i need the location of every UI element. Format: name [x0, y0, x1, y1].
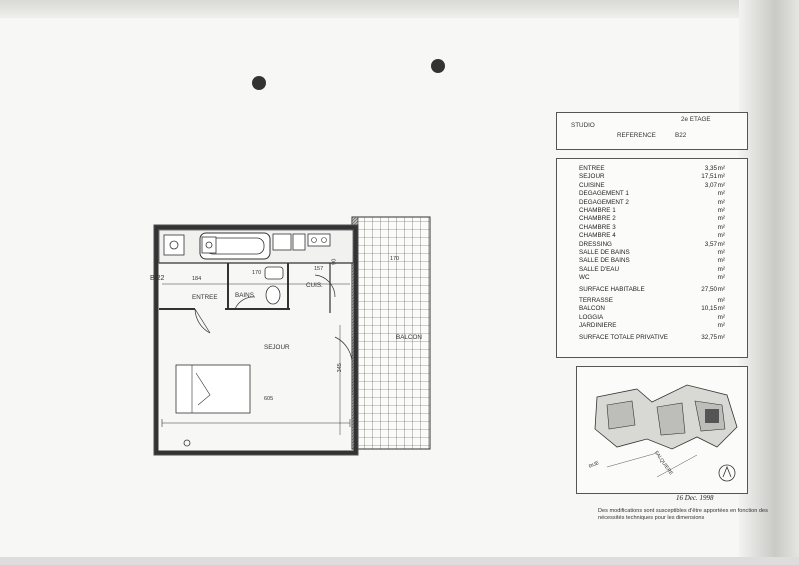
surface-label: WC: [579, 274, 590, 282]
punch-hole-icon: [431, 59, 445, 73]
exterior-row: JARDINIERE m²: [557, 322, 747, 330]
surface-label: DEGAGEMENT 2: [579, 198, 629, 206]
surface-value: 3,57: [704, 240, 717, 248]
surface-row: SALLE DE BAINS m²: [557, 249, 747, 257]
dimension-157: 157: [314, 266, 324, 272]
surface-value: 17,51: [701, 173, 717, 181]
surface-row: DEGAGEMENT 1 m²: [557, 190, 747, 198]
surface-unit: m²: [717, 297, 725, 304]
surface-unit: m²: [717, 190, 725, 198]
surface-unit: m²: [717, 305, 725, 313]
surface-unit: m²: [717, 333, 725, 341]
surface-unit: m²: [717, 240, 725, 248]
scan-edge-right: [739, 0, 799, 565]
surface-label: SALLE DE BAINS: [579, 257, 630, 265]
exterior-row: LOGGIA m²: [557, 314, 747, 322]
surface-label: LOGGIA: [579, 313, 604, 321]
surface-unit: m²: [717, 198, 725, 206]
surface-row: CHAMBRE 2 m²: [557, 215, 747, 223]
surface-value: 3,35: [704, 165, 717, 172]
surface-unit: m²: [717, 265, 725, 273]
scan-edge-top: [0, 0, 799, 18]
type-label: STUDIO: [571, 122, 595, 129]
punch-hole-icon: [252, 76, 266, 90]
scan-edge-bottom: [0, 557, 799, 565]
surface-row: CHAMBRE 3 m²: [557, 224, 747, 232]
surface-label: CHAMBRE 2: [579, 215, 616, 223]
floor-plan-drawing: [153, 216, 431, 456]
surface-row: WC m²: [557, 274, 747, 282]
surface-unit: m²: [717, 322, 725, 330]
surface-label: CUISINE: [579, 181, 605, 189]
surface-label: CHAMBRE 3: [579, 223, 616, 231]
reference-label: REFERENCE: [617, 132, 656, 139]
surface-unit: m²: [717, 173, 725, 181]
dimension-184: 184: [192, 276, 202, 282]
surface-unit: m²: [717, 165, 725, 172]
exterior-row: TERRASSE m²: [557, 297, 747, 305]
surface-label: JARDINIERE: [579, 322, 617, 330]
surface-value: 3,07: [704, 181, 717, 189]
surface-label: SALLE DE BAINS: [579, 249, 630, 256]
surface-unit: m²: [717, 207, 725, 214]
room-label-balcon: BALCON: [396, 334, 422, 341]
dimension-90: 90: [331, 258, 338, 265]
dimension-345: 345: [336, 363, 343, 373]
dimension-605: 605: [264, 396, 274, 402]
surface-value: 27,50: [701, 285, 717, 293]
surface-unit: m²: [717, 257, 725, 265]
plan-unit-reference: B 22: [150, 275, 165, 282]
surface-label: BALCON: [579, 305, 605, 313]
surface-label: CHAMBRE 1: [579, 207, 616, 214]
surface-label: TERRASSE: [579, 297, 613, 304]
surface-unit: m²: [717, 313, 725, 321]
surface-unit: m²: [717, 181, 725, 189]
surface-label: SEJOUR: [579, 173, 605, 181]
surface-value: 32,75: [701, 333, 717, 341]
surface-row: CHAMBRE 4 m²: [557, 232, 747, 240]
surface-label: CHAMBRE 4: [579, 232, 616, 240]
surface-label: SALLE D'EAU: [579, 265, 620, 273]
reference-value: B22: [675, 132, 687, 139]
dimension-170: 170: [252, 270, 262, 276]
surface-row: CHAMBRE 1 m²: [557, 207, 747, 215]
site-plan-drawing: [594, 384, 738, 482]
surface-label: DEGAGEMENT 1: [579, 190, 629, 198]
room-label-sejour: SEJOUR: [264, 344, 290, 351]
room-label-cuisine: CUIS.: [306, 282, 323, 289]
room-label-bains: BAINS: [235, 292, 254, 299]
dimension-170-balcony: 170: [390, 256, 400, 262]
room-label-entree: ENTREE: [192, 294, 218, 301]
floor-label: 2e ETAGE: [681, 116, 711, 123]
surface-unit: m²: [717, 215, 725, 223]
surface-unit: m²: [717, 223, 725, 231]
surface-label: ENTREE: [579, 165, 605, 172]
surface-unit: m²: [717, 274, 725, 282]
surface-row: SALLE D'EAU m²: [557, 266, 747, 274]
plan-date: 16 Dec. 1998: [676, 494, 714, 502]
footer-note: Des modifications sont susceptibles d'êt…: [598, 508, 768, 522]
surface-label: DRESSING: [579, 240, 612, 248]
surface-row: SALLE DE BAINS m²: [557, 257, 747, 265]
surface-label: SURFACE HABITABLE: [579, 285, 645, 293]
surface-unit: m²: [717, 285, 725, 293]
surface-row: DEGAGEMENT 2 m²: [557, 199, 747, 207]
location-map: RUE FALQUIERE: [576, 366, 748, 494]
floor-plan: B 22 ENTREE BAINS CUIS. SEJOUR BALCON 18…: [140, 205, 450, 465]
surface-label: SURFACE TOTALE PRIVATIVE: [579, 333, 668, 341]
header-box: STUDIO 2e ETAGE REFERENCE B22: [556, 112, 748, 150]
info-panel: STUDIO 2e ETAGE REFERENCE B22 ENTREE 3,35…: [556, 112, 748, 512]
surface-value: 10,15: [701, 305, 717, 313]
surface-unit: m²: [717, 249, 725, 256]
surface-unit: m²: [717, 232, 725, 240]
